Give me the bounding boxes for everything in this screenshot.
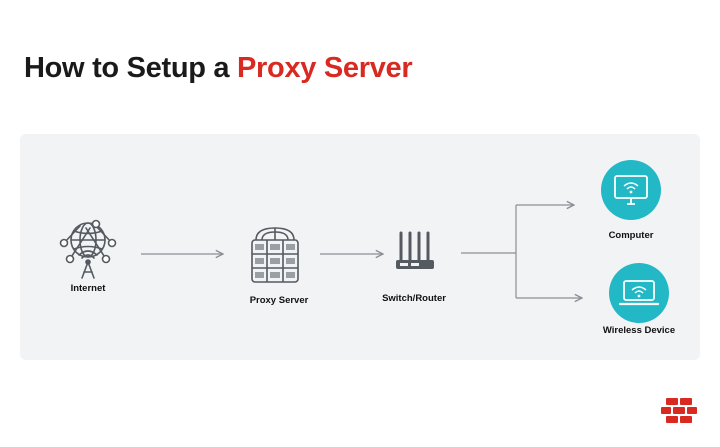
router-icon <box>396 231 434 269</box>
proxy-server-label: Proxy Server <box>249 295 309 306</box>
fortinet-logo-icon <box>661 398 697 423</box>
title-highlight: Proxy Server <box>237 52 413 84</box>
branch-connector <box>461 205 517 298</box>
globe-antenna-icon <box>59 219 117 279</box>
title-prefix: How to Setup a <box>24 52 238 84</box>
monitor-wifi-icon <box>601 160 661 220</box>
wireless-device-label: Wireless Device <box>602 325 676 336</box>
page-title: How to Setup a Proxy Server <box>24 52 413 85</box>
computer-label: Computer <box>608 230 654 241</box>
laptop-wifi-icon <box>609 263 669 323</box>
server-rack-icon <box>251 227 299 283</box>
internet-label: Internet <box>70 283 106 294</box>
diagram-panel <box>20 134 700 360</box>
switch-router-label: Switch/Router <box>382 293 446 304</box>
